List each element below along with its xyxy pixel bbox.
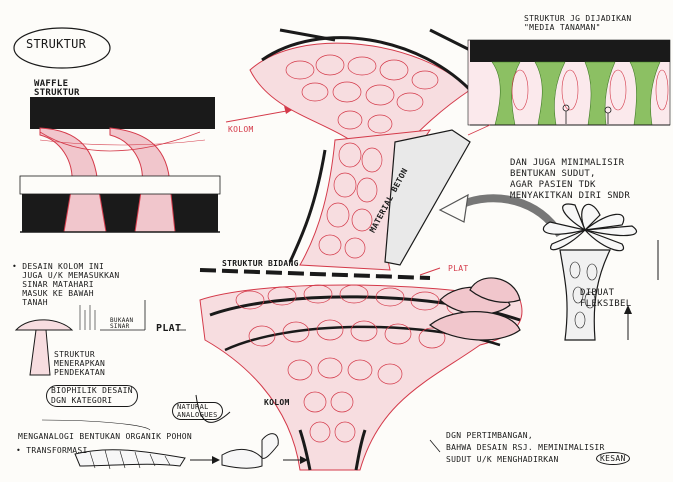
interior-sketch — [468, 40, 670, 135]
label-bukaan: BUKAAN SINAR — [110, 318, 133, 330]
label-struktur-jg: STRUKTUR JG DIJADIKAN "MEDIA TANAMAN" — [524, 14, 631, 32]
sheet-title: STRUKTUR — [26, 40, 86, 49]
label-kolom-top: KOLOM — [228, 125, 254, 134]
label-kolom-bottom: KOLOM — [264, 398, 290, 407]
label-waffle: WAFFLE STRUKTUR — [34, 80, 80, 98]
label-kesan: KESAN — [596, 452, 630, 465]
label-desain-kolom: • DESAIN KOLOM INI JUGA U/K MEMASUKKAN S… — [12, 262, 119, 307]
tree-column-right — [543, 204, 658, 340]
label-menganalogi: MENGANALOGI BENTUKAN ORGANIK POHON — [18, 432, 192, 441]
label-plat-left: PLAT — [156, 324, 181, 333]
label-transformasi: • TRANSFORMASI — [16, 446, 88, 455]
label-struktur-menerapkan: STRUKTUR MENERAPKAN PENDEKATAN — [54, 350, 105, 377]
label-struktur-bidang: STRUKTUR BIDANG — [222, 259, 299, 268]
label-minimalis: DAN JUGA MINIMALISIR BENTUKAN SUDUT, AGA… — [510, 158, 630, 202]
label-fleksibel: DIBUAT FLEKSIBEL — [580, 288, 631, 310]
label-pertimbangan: DGN PERTIMBANGAN, BAHWA DESAIN RSJ. MEMI… — [446, 430, 605, 466]
label-biophilik: BIOPHILIK DESAIN DGN KATEGORI — [46, 385, 138, 407]
label-plat-mid: PLAT — [448, 264, 468, 273]
section-drawing-left — [20, 97, 220, 232]
label-natural-analogues: NATURAL ANALOGUES — [172, 402, 223, 420]
